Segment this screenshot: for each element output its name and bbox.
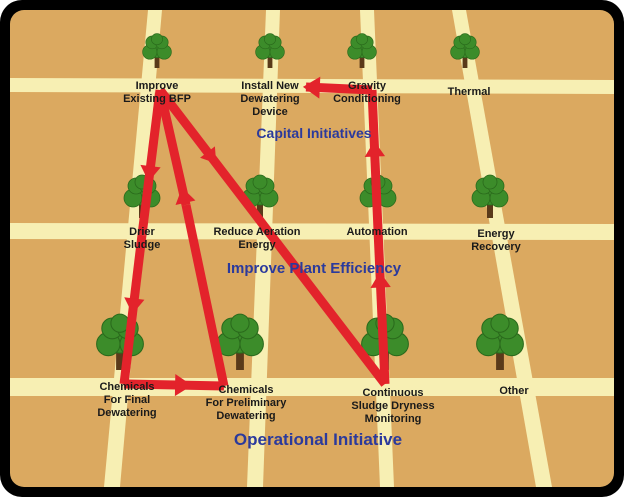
node-label-gravity-conditioning: Gravity Conditioning [333,80,401,105]
tree-icon [476,313,524,370]
route-arrowhead [175,187,196,206]
ground [10,10,614,487]
node-label-install-new-dewatering-device: Install New Dewatering Device [240,80,300,118]
node-label-reduce-aeration-energy: Reduce Aeration Energy [213,226,301,251]
route-arrowhead [364,141,386,158]
node-label-other: Other [499,385,529,397]
node-label-chemicals-for-preliminary-dewatering: Chemicals For Preliminary Dewatering [205,384,287,422]
road-vertical [247,10,280,487]
title-improve-plant-efficiency: Improve Plant Efficiency [226,260,402,277]
node-label-drier-sludge: Drier Sludge [123,226,161,251]
route-arrowhead [174,373,192,397]
tree-icon [450,33,480,68]
tree-icon [255,33,285,68]
tree-icon [142,33,172,68]
road-horizontal [10,223,614,240]
route-arrowhead [302,76,321,99]
title-operational-initiative: Operational Initiative [233,430,403,449]
tree-icon [241,174,279,218]
tree-icon [216,313,264,370]
road-vertical [452,10,552,487]
tree-icon [471,174,509,218]
route-arrowhead [200,146,217,164]
node-label-improve-existing-bfp: Improve Existing BFP [123,80,191,105]
route-segment [181,204,229,387]
route-arrows [119,76,391,397]
route-arrowhead [140,164,161,182]
route-segment [155,89,191,206]
node-label-energy-recovery: Energy Recovery [471,228,521,253]
node-label-chemicals-for-final-dewatering: Chemicals For Final Dewatering [97,381,157,419]
route-segment [373,229,390,385]
route-segment [367,89,383,231]
title-capital-initiatives: Capital Initiatives [256,125,372,141]
route-arrowhead [124,297,145,314]
route-segment [123,379,225,391]
node-label-continuous-sludge-dryness-monitoring: Continuous Sludge Dryness Monitoring [351,387,435,425]
route-segment [137,89,165,236]
node-label-automation: Automation [346,226,408,238]
route-arrowhead [370,271,391,288]
route-segment [305,82,373,95]
node-label-thermal: Thermal [447,86,491,98]
tree-icon [347,33,377,68]
